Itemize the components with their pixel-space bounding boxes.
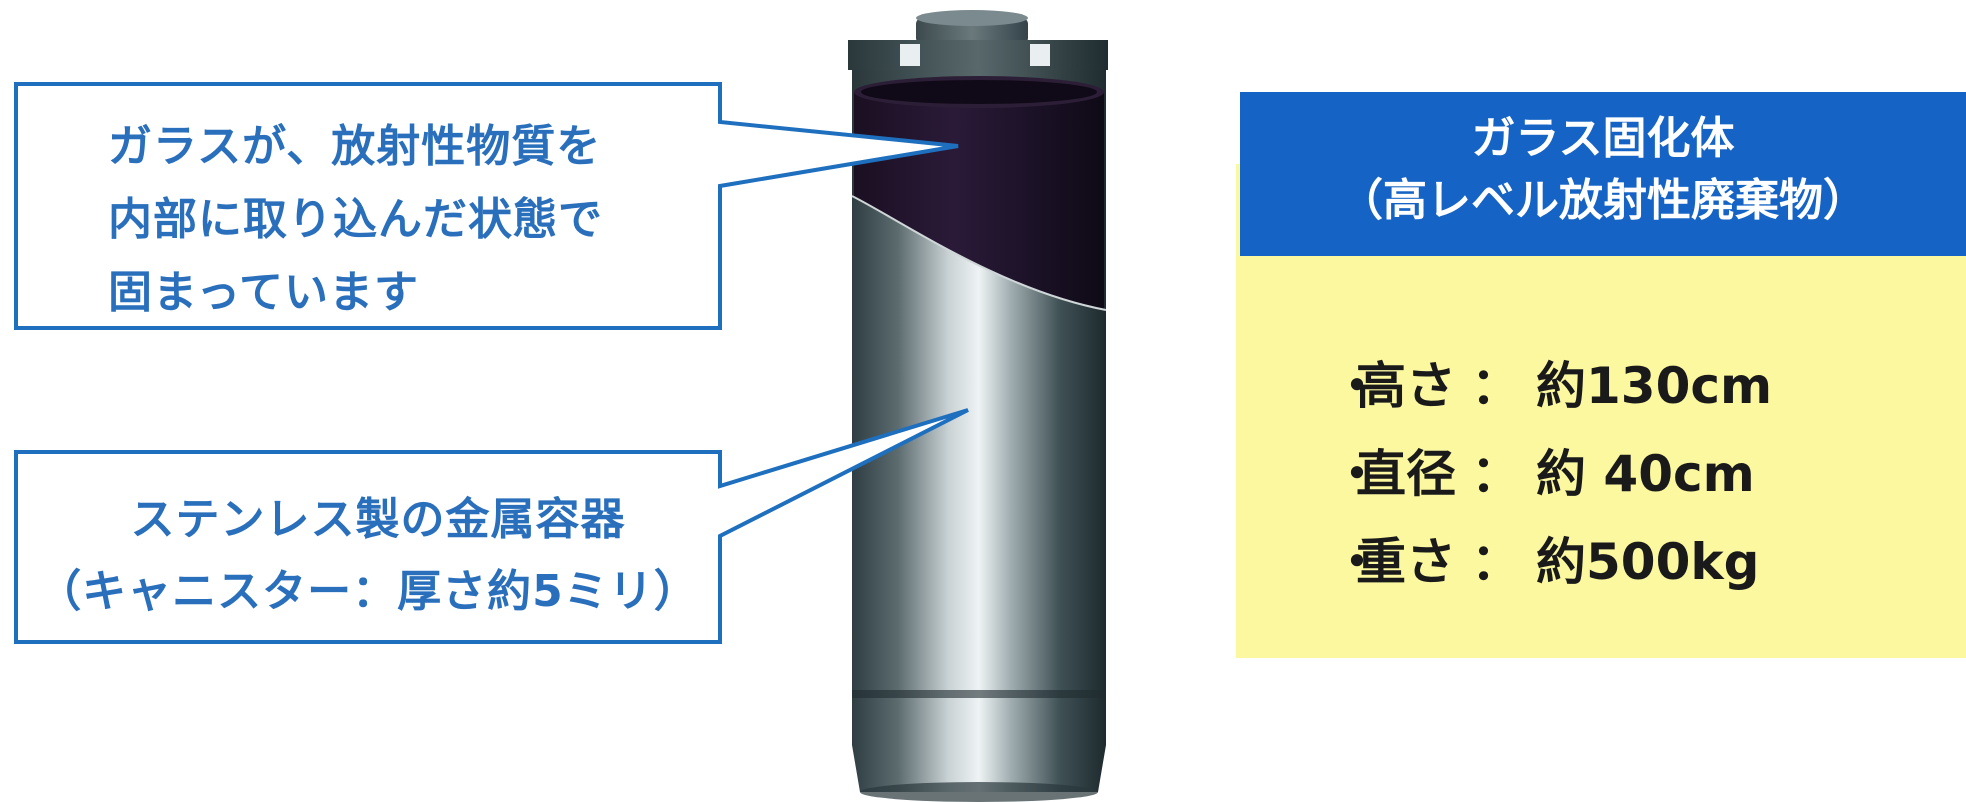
bullet: ・: [1332, 445, 1382, 503]
spec-value: 約500kg: [1536, 533, 1760, 591]
bullet: ・: [1332, 357, 1382, 415]
spec-title: ガラス固化体: [1471, 113, 1735, 164]
spec-row-diameter: ・直径 ： 約 40cm: [1332, 430, 1772, 518]
canister-body: [851, 195, 1107, 802]
spec-list: ・高さ：約130cm ・直径：約 40cm ・重さ：約500kg: [1332, 342, 1772, 606]
spec-label: 高さ: [1356, 357, 1456, 415]
glass-callout-line: 内部に取り込んだ状態で: [108, 194, 603, 245]
spec-row-height: ・高さ ： 約130cm: [1332, 342, 1772, 430]
glass-callout-line: 固まっています: [108, 267, 420, 318]
spec-separator: ：: [1471, 357, 1521, 415]
spec-value: 約 40cm: [1536, 445, 1755, 503]
spec-separator: ：: [1471, 533, 1521, 591]
spec-label: 直径: [1356, 445, 1456, 503]
canister-callout: ステンレス製の金属容器 （キャニスター：厚さ約5ミリ）: [16, 452, 720, 642]
spec-panel: ガラス固化体 （高レベル放射性廃棄物） ・高さ：約130cm ・直径：約 40c…: [1236, 92, 1966, 658]
spec-value: 約130cm: [1536, 357, 1773, 415]
canister-callout-line: ステンレス製の金属容器: [130, 494, 626, 545]
canister-callout-line: （キャニスター：厚さ約5ミリ）: [37, 566, 699, 617]
glass-callout: ガラスが、放射性物質を 内部に取り込んだ状態で 固まっています: [16, 84, 720, 328]
spec-label: 重さ: [1356, 533, 1456, 591]
spec-subtitle: （高レベル放射性廃棄物）: [1339, 175, 1867, 226]
canister-callout-frame: [14, 408, 969, 644]
bullet: ・: [1332, 533, 1382, 591]
glass-callout-frame: [14, 82, 959, 330]
glass-callout-line: ガラスが、放射性物質を: [108, 121, 602, 172]
spec-separator: ：: [1471, 445, 1521, 503]
spec-panel-header: ガラス固化体 （高レベル放射性廃棄物）: [1240, 92, 1966, 256]
spec-row-weight: ・重さ ： 約500kg: [1332, 518, 1772, 606]
canister-top-cap: [848, 10, 1108, 70]
